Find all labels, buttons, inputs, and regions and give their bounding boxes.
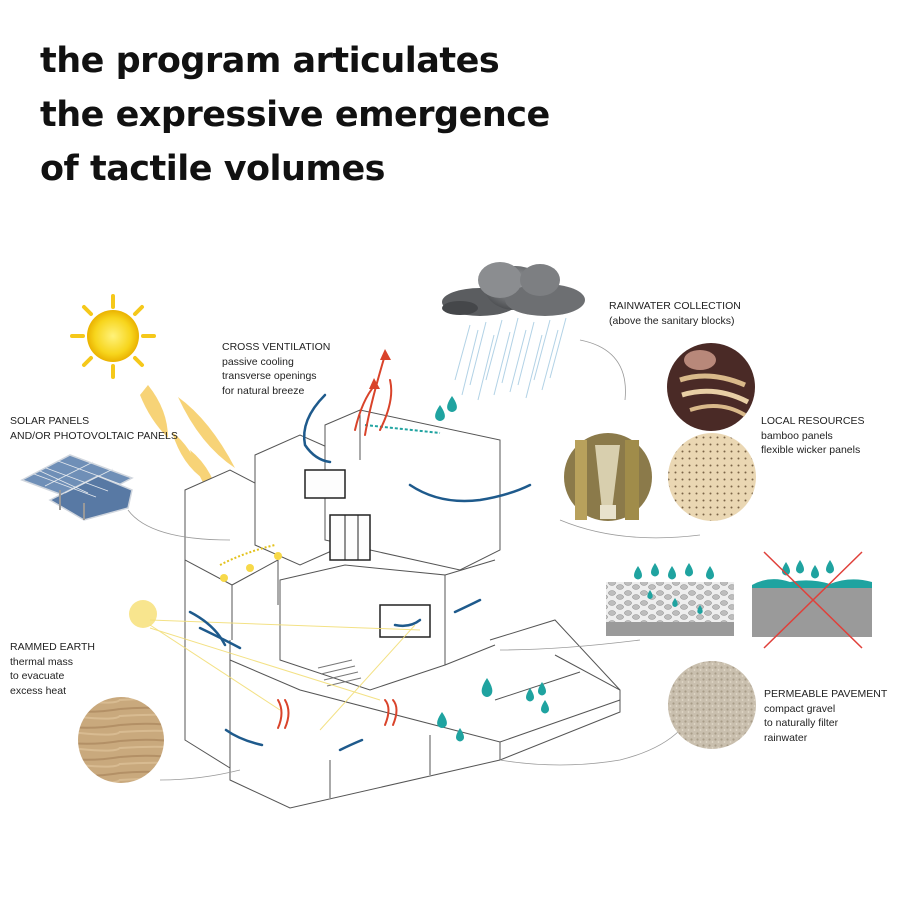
- cross-ventilation-line-2: passive cooling: [222, 355, 294, 368]
- page-title: the program articulates the expressive e…: [40, 34, 550, 196]
- solar-panels-label: SOLAR PANELS AND/OR PHOTOVOLTAIC PANELS: [10, 414, 178, 443]
- cross-icon: [763, 551, 863, 649]
- solar-label-line-2: AND/OR PHOTOVOLTAIC PANELS: [10, 429, 178, 442]
- rammed-earth-line-4: excess heat: [10, 684, 67, 697]
- rammed-earth-photo: [78, 697, 164, 783]
- cross-ventilation-line-4: for natural breeze: [222, 384, 305, 397]
- rainwater-line-2: (above the sanitary blocks): [609, 314, 735, 327]
- cross-ventilation-line-3: transverse openings: [222, 370, 317, 382]
- title-line-3: of tactile volumes: [40, 149, 386, 189]
- permeable-line-1: PERMEABLE PAVEMENT: [764, 688, 888, 700]
- local-resources-line-1: LOCAL RESOURCES: [761, 415, 865, 427]
- impermeable-diagram: [752, 551, 872, 649]
- gravel-photo: [668, 661, 756, 749]
- solar-panel-icon: [20, 454, 134, 521]
- water-drop-icon: [435, 396, 549, 742]
- hot-air-flows: [277, 354, 398, 729]
- permeable-diagram: [606, 563, 734, 636]
- sun-icon: [70, 294, 156, 379]
- cloud-icon: [442, 262, 585, 316]
- bamboo-panel-photo: [668, 433, 756, 521]
- permeable-line-3: to naturally filter: [764, 717, 839, 729]
- rainwater-line-1: RAINWATER COLLECTION: [609, 300, 741, 312]
- small-sun-icon: [129, 600, 157, 628]
- local-resources-label: LOCAL RESOURCES bamboo panels flexible w…: [761, 414, 864, 458]
- rammed-earth-label: RAMMED EARTH thermal mass to evacuate ex…: [10, 640, 95, 698]
- hot-air-arrows: [369, 349, 391, 389]
- rammed-earth-line-1: RAMMED EARTH: [10, 641, 95, 653]
- wicker-photo: [667, 343, 755, 431]
- permeable-pavement-label: PERMEABLE PAVEMENT compact gravel to nat…: [764, 687, 887, 745]
- cross-ventilation-label: CROSS VENTILATION passive cooling transv…: [222, 340, 330, 398]
- title-line-2: the expressive emergence: [40, 95, 550, 135]
- solar-label-line-1: SOLAR PANELS: [10, 415, 90, 427]
- rammed-earth-line-2: thermal mass: [10, 655, 74, 668]
- connector-lines: [127, 339, 701, 781]
- title-line-1: the program articulates: [40, 41, 500, 81]
- permeable-line-4: rainwater: [764, 731, 808, 744]
- rain: [454, 317, 567, 401]
- light-fixtures: [219, 544, 282, 582]
- wind-flows: [188, 393, 532, 752]
- rammed-earth-line-3: to evacuate: [10, 670, 65, 682]
- cross-ventilation-line-1: CROSS VENTILATION: [222, 341, 331, 353]
- local-resources-line-2: bamboo panels: [761, 429, 833, 442]
- local-resources-line-3: flexible wicker panels: [761, 444, 861, 456]
- bamboo-corridor-photo: [564, 433, 652, 521]
- sunlight-lines: [149, 619, 421, 731]
- building-drawing: [184, 409, 621, 809]
- permeable-line-2: compact gravel: [764, 702, 836, 715]
- rainwater-label: RAINWATER COLLECTION (above the sanitary…: [609, 299, 741, 328]
